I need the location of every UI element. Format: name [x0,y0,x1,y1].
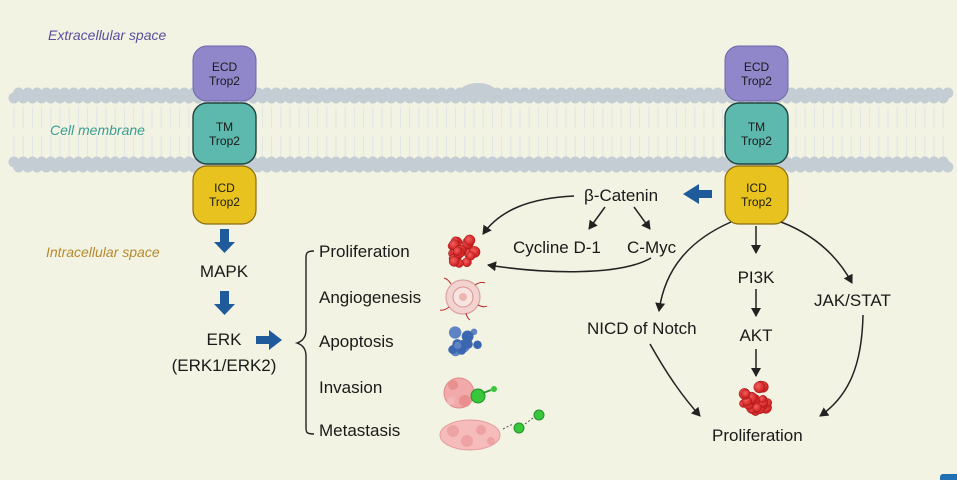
cycline-d1-label: Cycline D-1 [513,238,601,257]
erk-subtypes-label: (ERK1/ERK2) [171,356,277,375]
trop2-right [724,45,789,225]
trop2-right-tm-label: TM Trop2 [725,120,788,148]
trop2-text: Trop2 [741,195,772,209]
trop2-left-icd-label: ICD Trop2 [193,181,256,209]
trop2-text: Trop2 [209,195,240,209]
beta-catenin-label: β-Catenin [584,186,659,205]
trop2-left-ecd [192,45,257,102]
arrow-jak-stat-to-proliferation [819,314,864,417]
cell-membrane [8,83,954,173]
trop2-left-tm [192,102,257,165]
left-blue-arrows [214,184,712,350]
trop2-left-icd [192,165,257,225]
arrow-icd-to-nicd [655,221,732,312]
extracellular-space-label: Extracellular space [48,27,167,43]
lipid-heads [8,83,954,173]
arrow-beta-catenin-to-cmyc [633,206,651,230]
right-pathway-arrows [482,195,864,417]
c-myc-label: C-Myc [627,238,677,257]
trop2-right-ecd-label: ECD Trop2 [725,60,788,88]
mapk-label: MAPK [199,262,249,281]
proliferation-cell-icon [447,234,481,268]
akt-label: AKT [739,326,773,345]
apoptosis-cell-icon [448,326,482,357]
trop2-left-ecd-label: ECD Trop2 [193,60,256,88]
arrow-mapk-to-erk [214,291,235,315]
arrow-beta-catenin-to-proliferation-cell [482,195,575,235]
trop2-text: Trop2 [741,74,772,88]
outcome-invasion: Invasion [319,378,383,397]
outcome-proliferation: Proliferation [319,242,410,261]
trop2-right-icd-label: ICD Trop2 [725,181,788,209]
metastasis-cell-icon [439,409,545,451]
intracellular-space-label: Intracellular space [46,244,160,260]
arrow-erk-to-outcomes [256,330,282,350]
corner-badge [940,474,957,480]
angiogenesis-cell-icon [439,277,488,321]
invasion-cell-icon [443,377,497,409]
arrow-beta-catenin-to-cycline [588,206,606,230]
right-proliferation-label: Proliferation [712,426,803,445]
arrow-nicd-to-proliferation [649,343,701,417]
lipid-tails [13,107,944,157]
proliferation-cell-icon-right [738,380,773,416]
outcomes-brace [294,250,315,435]
outcome-apoptosis: Apoptosis [319,332,394,351]
tm-text: TM [747,120,766,134]
pi3k-label: PI3K [737,268,775,287]
trop2-text: Trop2 [209,74,240,88]
icd-text: ICD [746,181,767,195]
ecd-text: ECD [211,60,238,74]
trop2-right-ecd [724,45,789,102]
erk-label: ERK [206,330,242,349]
trop2-text: Trop2 [741,134,772,148]
arrow-cmyc-to-proliferation-cell [487,257,652,273]
jak-stat-label: JAK/STAT [814,291,891,310]
icd-text: ICD [214,181,235,195]
trop2-right-icd [724,165,789,225]
nicd-of-notch-label: NICD of Notch [587,319,697,338]
arrow-icd-to-beta-catenin [683,184,712,204]
arrow-icd-to-mapk [214,229,235,253]
outcome-angiogenesis: Angiogenesis [319,288,422,307]
outcome-metastasis: Metastasis [319,421,401,440]
trop2-left [192,45,257,225]
tm-text: TM [215,120,234,134]
arrow-icd-to-jak-stat [780,221,853,284]
trop2-right-tm [724,102,789,165]
trop2-left-tm-label: TM Trop2 [193,120,256,148]
cell-membrane-label: Cell membrane [50,122,145,138]
trop2-text: Trop2 [209,134,240,148]
ecd-text: ECD [743,60,770,74]
